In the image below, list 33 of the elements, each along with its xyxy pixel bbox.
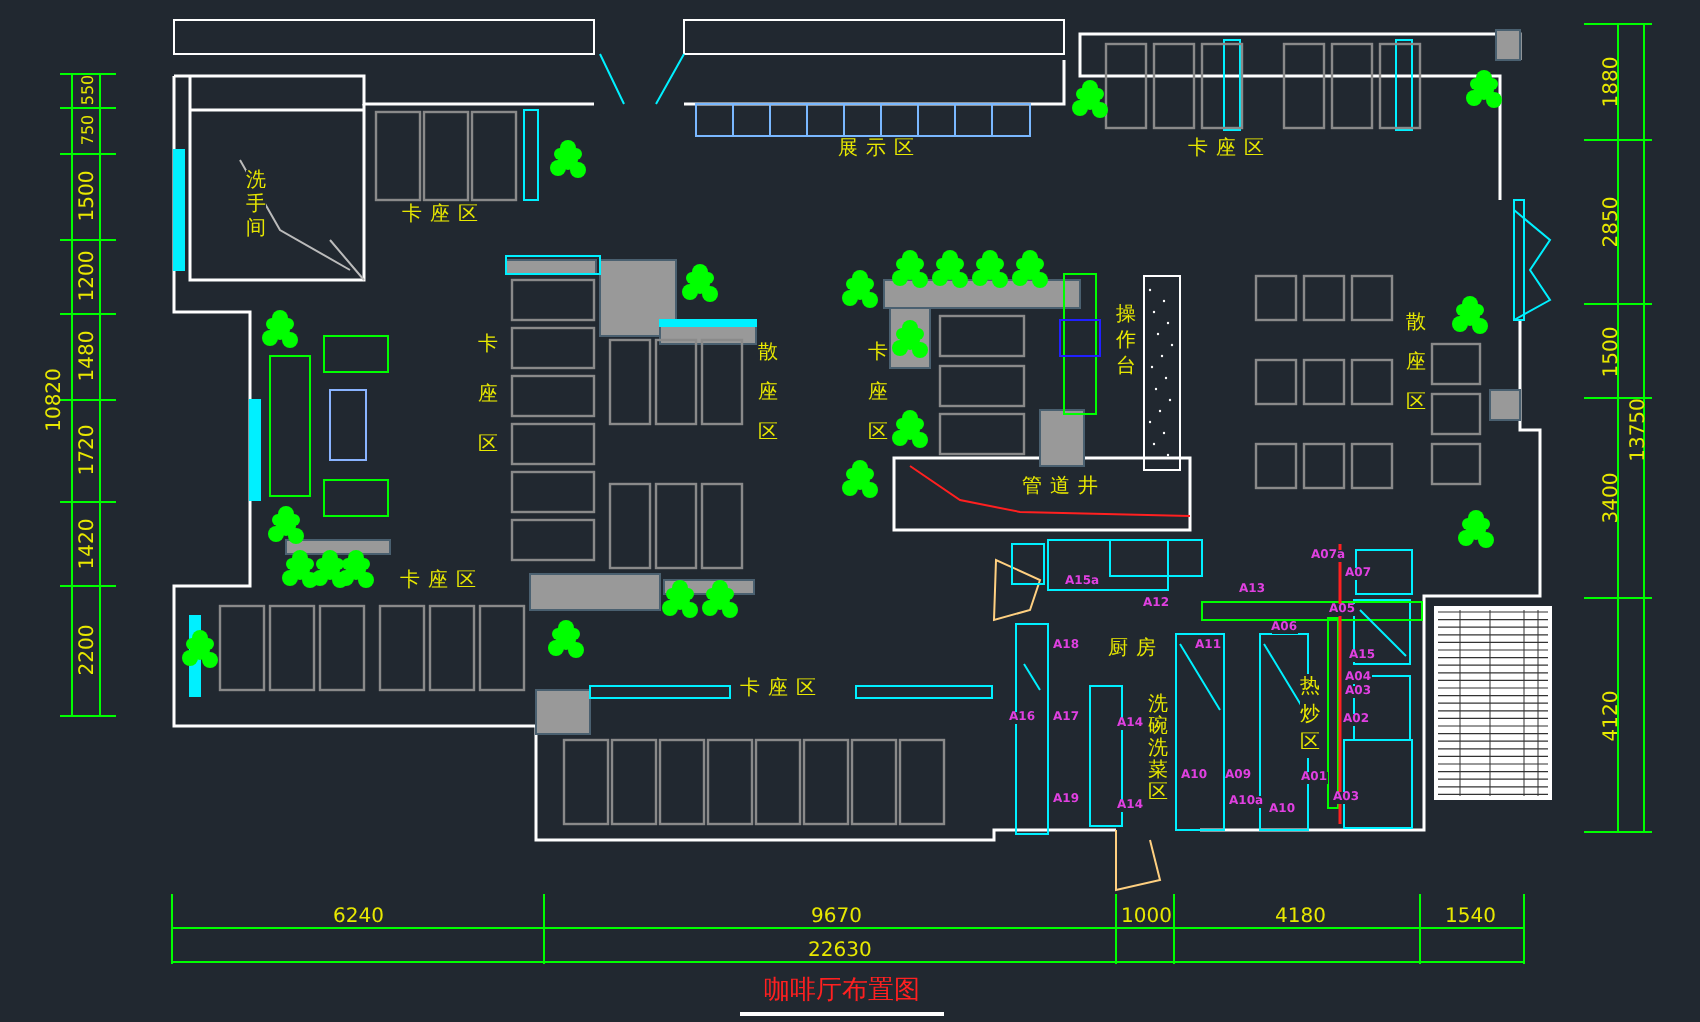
dimension-text: 750 bbox=[80, 114, 97, 146]
dimension-text: 550 bbox=[80, 74, 97, 106]
dimension-text: 1500 bbox=[1602, 326, 1623, 378]
zone-label: 厨房 bbox=[1108, 640, 1164, 660]
dimension-text: 4120 bbox=[1602, 690, 1623, 742]
dimension-text: 3400 bbox=[1602, 472, 1623, 524]
zone-label: 洗碗洗菜区 bbox=[1148, 693, 1168, 803]
dimension-text: 1200 bbox=[78, 250, 99, 302]
dimension-text: 1000 bbox=[1121, 908, 1172, 928]
zone-label: 卡座区 bbox=[402, 206, 486, 226]
zone-label: 卡座区 bbox=[400, 572, 484, 592]
dimension-text: 10820 bbox=[45, 368, 66, 432]
zone-label: 卡座区 bbox=[740, 680, 824, 700]
zone-label: 卡座区 bbox=[1188, 140, 1272, 160]
dimension-text: 1480 bbox=[78, 330, 99, 382]
dimension-text: 2850 bbox=[1602, 196, 1623, 248]
zone-label: 洗手间 bbox=[246, 170, 266, 242]
dimension-text: 4180 bbox=[1275, 908, 1326, 928]
zone-label: 展示区 bbox=[838, 140, 922, 160]
dimension-text: 1880 bbox=[1602, 56, 1623, 108]
zone-label: 管道井 bbox=[1022, 478, 1106, 498]
dimension-text: 1540 bbox=[1445, 908, 1496, 928]
zone-label: 热炒区 bbox=[1300, 674, 1320, 758]
dimension-text: 2200 bbox=[78, 624, 99, 676]
dimension-text: 6240 bbox=[333, 908, 384, 928]
dimension-text: 9670 bbox=[811, 908, 862, 928]
dimension-text: 1720 bbox=[78, 424, 99, 476]
zone-label: 操作台 bbox=[1116, 301, 1136, 379]
drawing-title: 咖啡厅布置图 bbox=[740, 972, 944, 1016]
dimension-text: 22630 bbox=[808, 942, 872, 962]
dimension-text: 1500 bbox=[78, 170, 99, 222]
dimension-text: 1420 bbox=[78, 518, 99, 570]
dimension-text: 13750 bbox=[1629, 398, 1650, 462]
